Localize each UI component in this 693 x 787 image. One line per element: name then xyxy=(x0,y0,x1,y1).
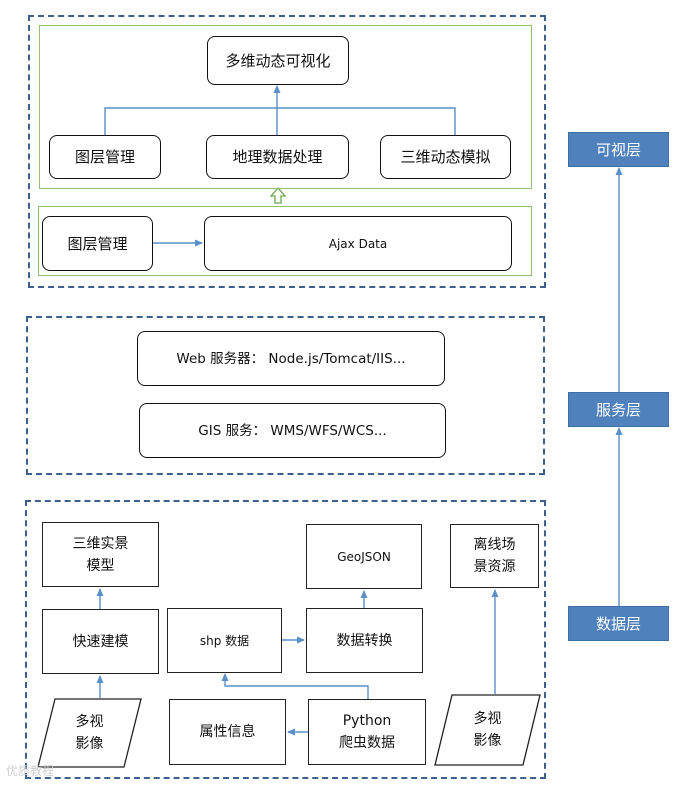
watermark: 优质教程 xyxy=(6,764,55,778)
geo-data-processing-box: 地理数据处理 xyxy=(206,135,349,179)
geojson-box: GeoJSON xyxy=(306,524,422,589)
multiview-image-right-label: 多视 影像 xyxy=(473,711,502,749)
data-panel xyxy=(25,500,546,779)
layer-management-box: 图层管理 xyxy=(49,135,161,179)
offline-scene-resource-box: 离线场 景资源 xyxy=(450,524,539,588)
data-access-group xyxy=(38,206,532,276)
multiview-image-right: 多视 影像 xyxy=(434,694,541,766)
web-server-box: Web 服务器： Node.js/Tomcat/IIS... xyxy=(137,331,445,386)
python-crawler-box: Python 爬虫数据 xyxy=(308,699,426,765)
visual-layer-label: 可视层 xyxy=(568,132,669,167)
data-conversion-box: 数据转换 xyxy=(306,608,423,673)
fast-modeling-box: 快速建模 xyxy=(42,609,159,674)
shp-data-box: shp 数据 xyxy=(167,608,282,673)
ajax-data-box: Ajax Data xyxy=(204,216,512,271)
parallelogram-shape xyxy=(434,694,541,766)
3d-real-model-box: 三维实景 模型 xyxy=(42,522,159,587)
service-panel xyxy=(26,316,545,475)
3d-dynamic-simulation-box: 三维动态模拟 xyxy=(380,135,511,179)
gis-service-box: GIS 服务： WMS/WFS/WCS... xyxy=(139,403,446,458)
multiview-image-left-label: 多视 影像 xyxy=(75,714,104,752)
data-layer-label: 数据层 xyxy=(568,606,669,641)
multidim-visualization-box: 多维动态可视化 xyxy=(207,36,349,85)
attribute-info-box: 属性信息 xyxy=(169,699,286,765)
visualization-group xyxy=(39,25,532,189)
layer-management-box-2: 图层管理 xyxy=(42,216,153,271)
multiview-image-left: 多视 影像 xyxy=(37,698,142,768)
service-layer-label: 服务层 xyxy=(568,392,669,427)
presentation-panel xyxy=(28,15,546,288)
parallelogram-shape xyxy=(37,698,142,768)
